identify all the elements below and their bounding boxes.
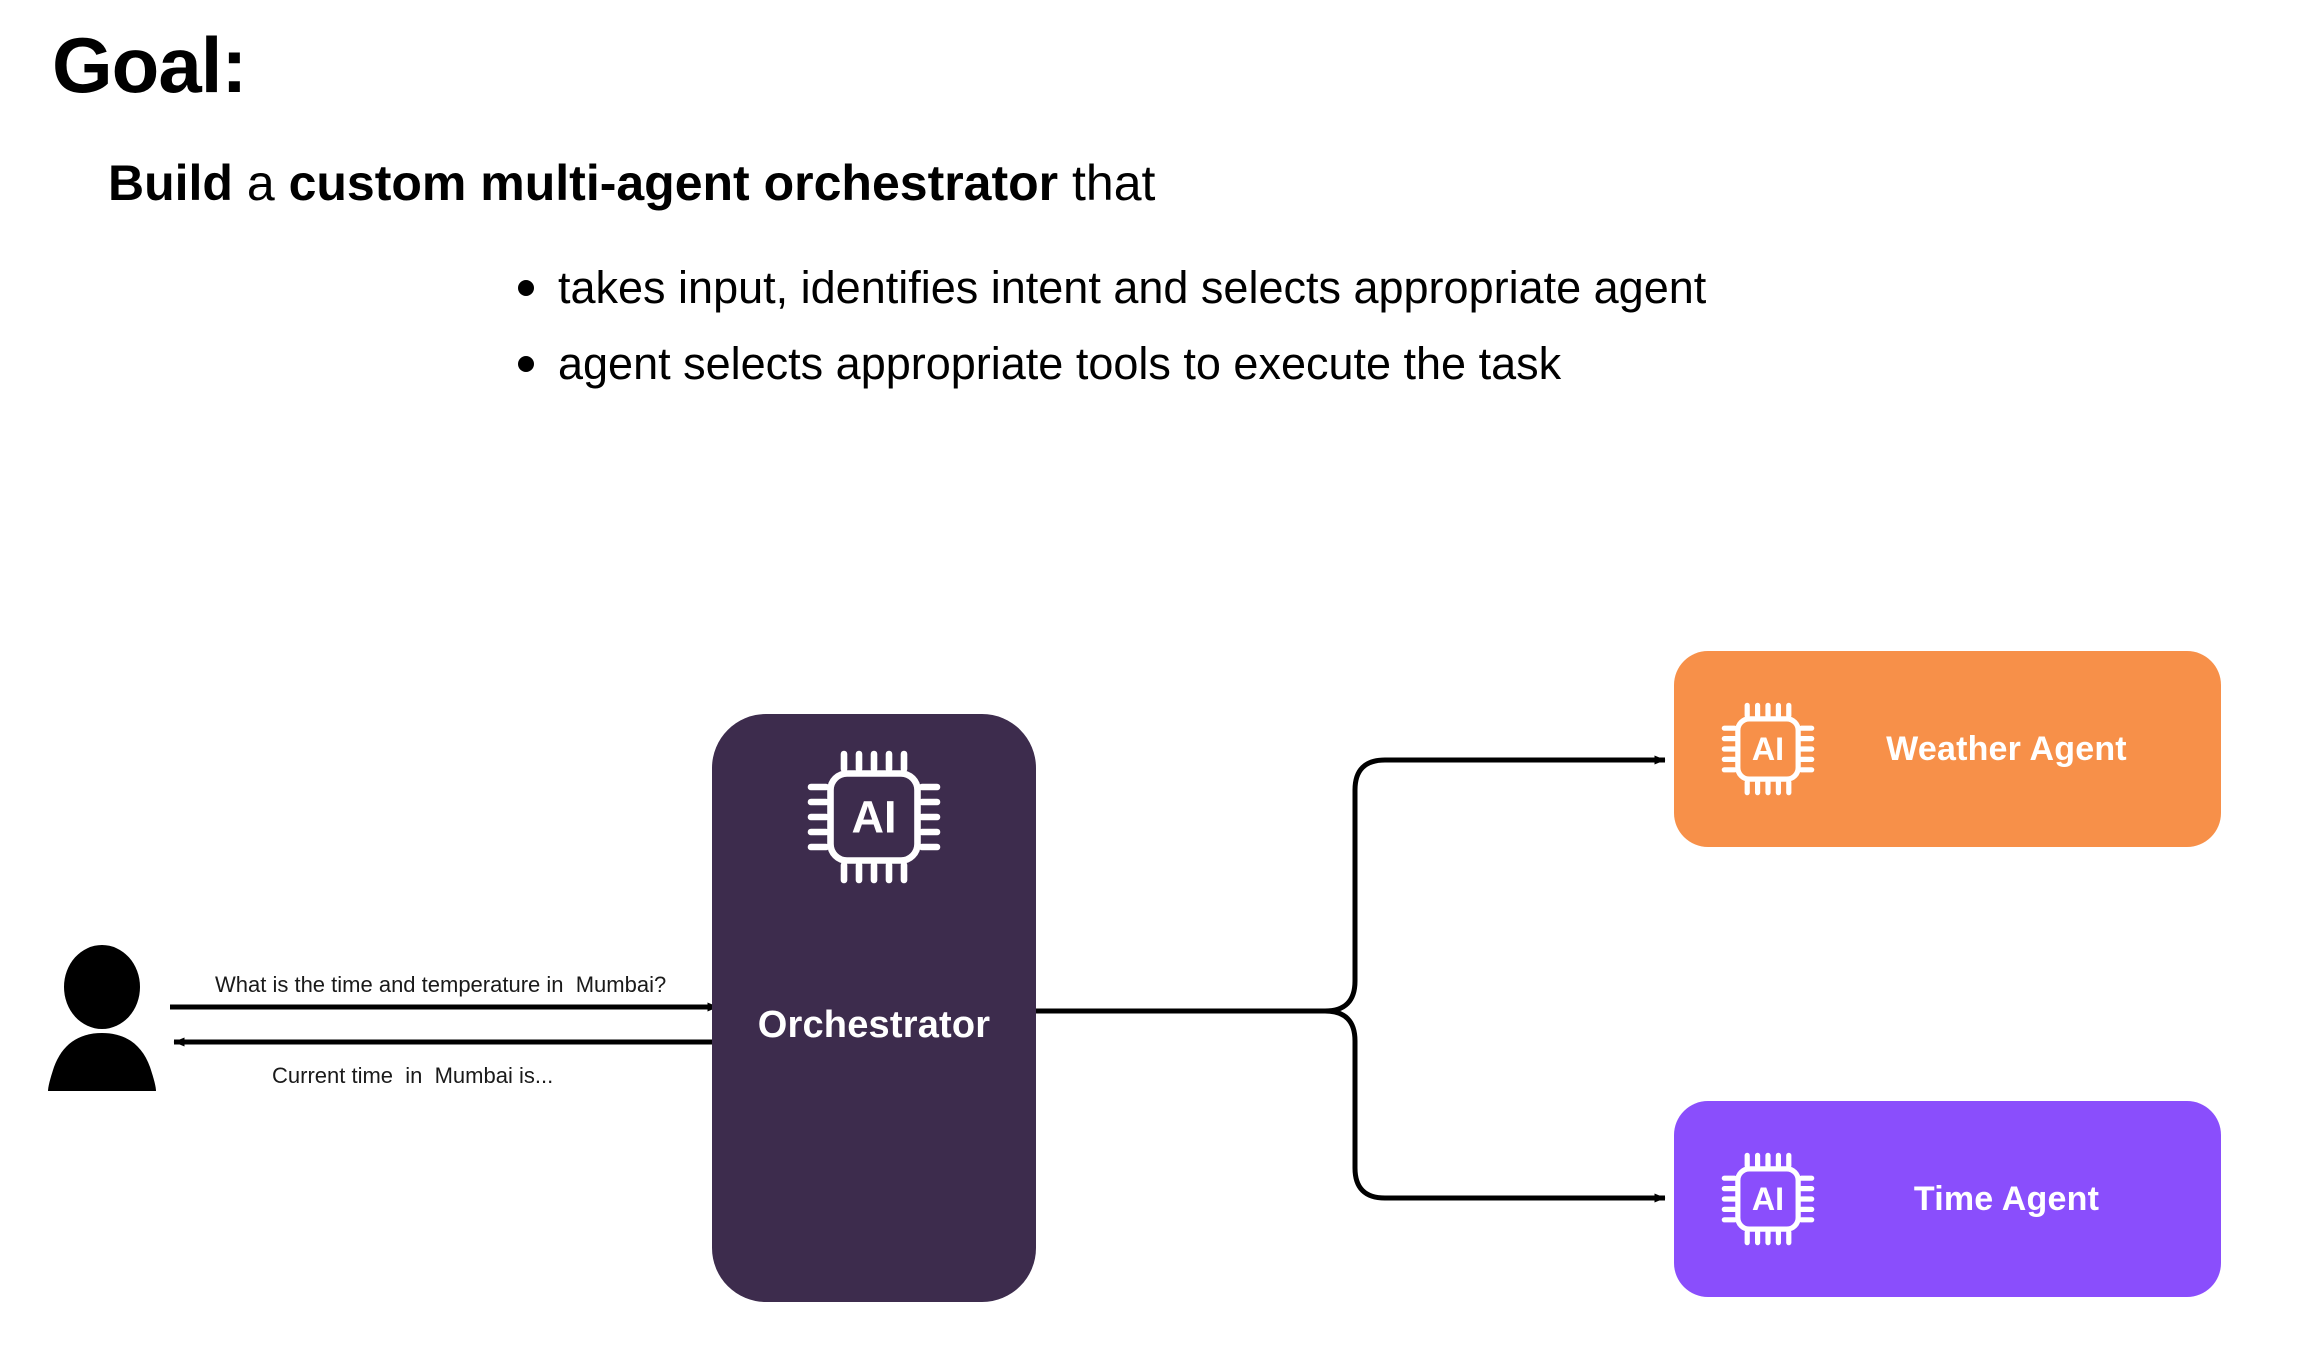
page-title: Goal:	[52, 21, 247, 109]
connector-orchestrator-to-time-agent	[1324, 1008, 1666, 1203]
subtitle-part-build: Build	[108, 155, 233, 211]
bullet-dot-icon	[518, 356, 534, 373]
user-person-icon	[48, 945, 156, 1091]
chip-label: AI	[1752, 1181, 1784, 1217]
ai-chip-icon: AI	[807, 750, 941, 884]
bullet-list: takes input, identifies intent and selec…	[510, 262, 1706, 414]
chip-label: AI	[852, 792, 897, 843]
bullet-item: agent selects appropriate tools to execu…	[510, 338, 1706, 390]
orchestrator-label: Orchestrator	[757, 1004, 991, 1046]
subtitle-part-orchestrator: custom multi-agent orchestrator	[288, 155, 1059, 211]
weather-agent-label: Weather Agent	[1886, 729, 2127, 768]
ai-chip-icon: AI	[1721, 702, 1815, 796]
edge-label-orchestrator-response: Current time in Mumbai is...	[272, 1063, 554, 1088]
connector-orchestrator-to-weather-agent	[1324, 755, 1666, 1014]
subtitle-line: Build a custom multi-agent orchestrator …	[108, 155, 1155, 211]
orchestrator-node[interactable]: AI Orchestrator	[712, 714, 1036, 1302]
weather-agent-node[interactable]: AI Weather Agent	[1674, 651, 2221, 847]
chip-label: AI	[1752, 731, 1784, 767]
time-agent-node[interactable]: AI Time Agent	[1674, 1101, 2221, 1297]
subtitle-part-a: a	[232, 155, 289, 211]
ai-chip-icon: AI	[1721, 1152, 1815, 1246]
edge-label-user-request: What is the time and temperature in Mumb…	[215, 972, 667, 997]
time-agent-label: Time Agent	[1913, 1179, 2100, 1218]
bullet-text: agent selects appropriate tools to execu…	[558, 338, 1562, 390]
bullet-text: takes input, identifies intent and selec…	[558, 262, 1707, 313]
bullet-item: takes input, identifies intent and selec…	[510, 262, 1706, 314]
bullet-dot-icon	[518, 280, 534, 297]
subtitle-part-that: that	[1058, 155, 1156, 211]
